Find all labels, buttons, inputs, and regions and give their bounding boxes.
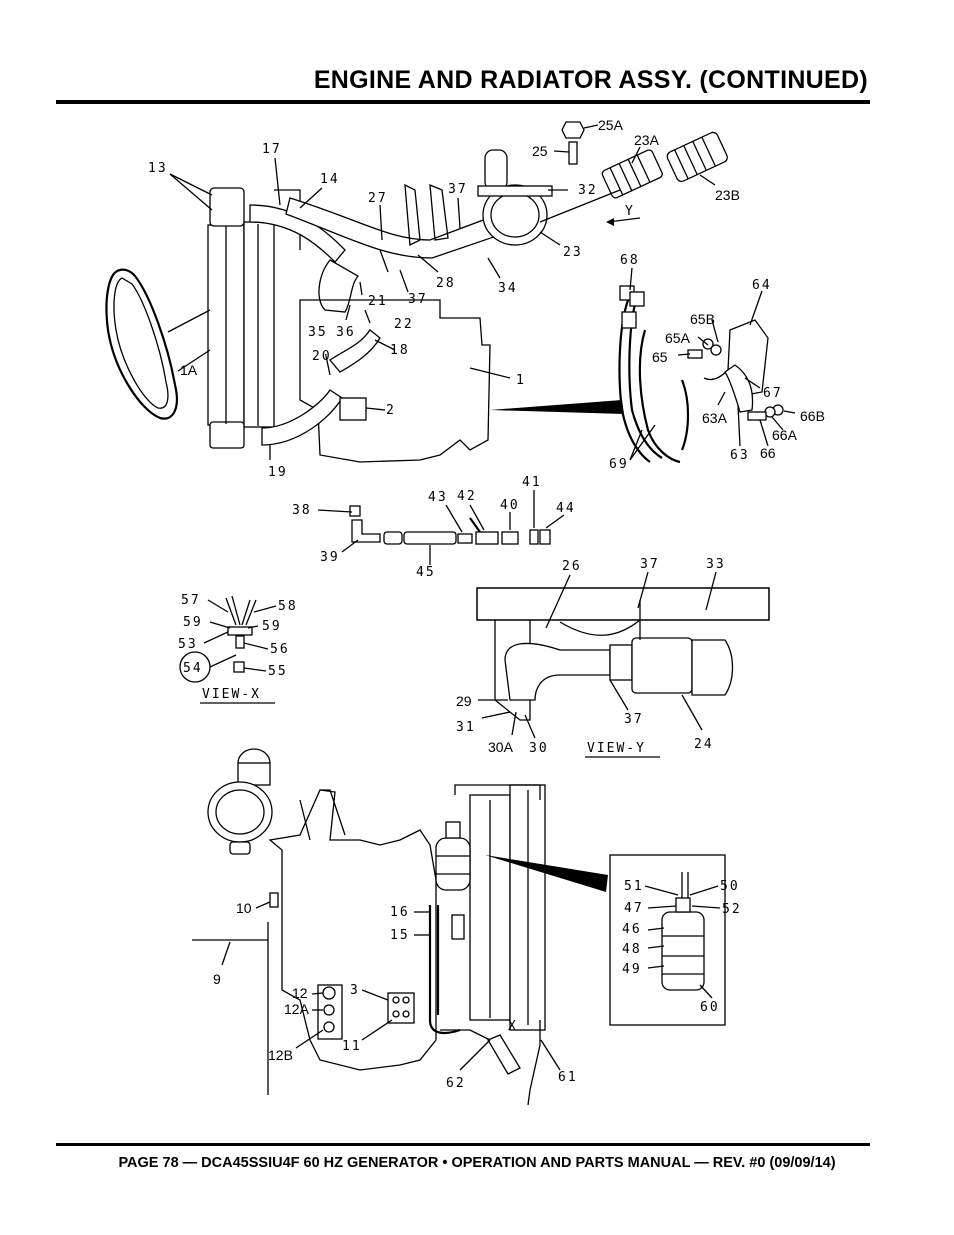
- callout-55: 55: [268, 664, 288, 679]
- callout-65A: 65A: [665, 330, 691, 346]
- callout-41: 41: [522, 475, 542, 490]
- callout-42: 42: [457, 489, 477, 504]
- view-x-drawing: [200, 595, 275, 704]
- bottom-assembly-drawing: [192, 748, 726, 1106]
- callout-18: 18: [390, 343, 410, 358]
- callout-27: 27: [368, 191, 388, 206]
- callout-39: 39: [320, 550, 340, 565]
- callout-14: 14: [320, 172, 340, 187]
- callout-57: 57: [181, 593, 201, 608]
- callout-12B: 12B: [268, 1047, 293, 1063]
- callout-9: 9: [213, 971, 221, 987]
- view-x-label: VIEW-X: [202, 687, 261, 702]
- callout-40: 40: [500, 498, 520, 513]
- callout-64: 64: [752, 278, 772, 293]
- callout-38: 38: [292, 503, 312, 518]
- callout-60: 60: [700, 1000, 720, 1015]
- callout-66A: 66A: [772, 427, 798, 443]
- footer-rule: [56, 1143, 870, 1146]
- callout-45: 45: [416, 565, 436, 580]
- callout-10: 10: [236, 900, 252, 916]
- callout-48: 48: [622, 942, 642, 957]
- callout-Y-marker: Y: [625, 204, 635, 219]
- callout-labels: 13 17 14 27 37 32 25A 25 23A 23B 23 Y 34…: [148, 117, 825, 1091]
- view-y-label: VIEW-Y: [587, 741, 646, 756]
- page-footer: PAGE 78 — DCA45SSIU4F 60 HZ GENERATOR • …: [118, 1155, 836, 1171]
- callout-69: 69: [609, 457, 629, 472]
- callout-28: 28: [436, 276, 456, 291]
- callout-46: 46: [622, 922, 642, 937]
- callout-25: 25: [532, 143, 548, 159]
- callout-16: 16: [390, 905, 410, 920]
- callout-22: 22: [394, 317, 414, 332]
- hose-detail-drawing: [618, 285, 784, 464]
- callout-59-left: 59: [183, 615, 203, 630]
- callout-17: 17: [262, 142, 282, 157]
- callout-29: 29: [456, 693, 472, 709]
- callout-12: 12: [292, 985, 308, 1001]
- callout-37-top: 37: [448, 182, 468, 197]
- callout-19: 19: [268, 465, 288, 480]
- callout-65B: 65B: [690, 311, 715, 327]
- callout-1A: 1A: [180, 362, 198, 378]
- callout-44: 44: [556, 501, 576, 516]
- callout-62: 62: [446, 1076, 466, 1091]
- callout-53: 53: [178, 637, 198, 652]
- callout-1: 1: [516, 373, 526, 388]
- callout-13: 13: [148, 161, 168, 176]
- callout-49: 49: [622, 962, 642, 977]
- callout-21: 21: [368, 294, 388, 309]
- page-title: ENGINE AND RADIATOR ASSY. (CONTINUED): [313, 66, 868, 94]
- callout-12A: 12A: [284, 1001, 310, 1017]
- callout-36: 36: [336, 325, 356, 340]
- callout-37-viewy-top: 37: [640, 557, 660, 572]
- callout-25A: 25A: [598, 117, 624, 133]
- callout-51: 51: [624, 879, 644, 894]
- callout-52: 52: [722, 902, 742, 917]
- callout-20: 20: [312, 349, 332, 364]
- callout-2: 2: [386, 403, 396, 418]
- callout-67: 67: [763, 386, 783, 401]
- callout-56: 56: [270, 642, 290, 657]
- callout-68: 68: [620, 253, 640, 268]
- callout-54: 54: [183, 661, 203, 676]
- callout-26: 26: [562, 559, 582, 574]
- callout-23A: 23A: [634, 132, 660, 148]
- callout-15: 15: [390, 928, 410, 943]
- callout-66: 66: [760, 445, 776, 461]
- header-rule: [56, 100, 870, 104]
- callout-23: 23: [563, 245, 583, 260]
- leader-lines: [167, 124, 796, 1071]
- callout-59-right: 59: [262, 619, 282, 634]
- callout-37-viewy-bottom: 37: [624, 712, 644, 727]
- callout-35: 35: [308, 325, 328, 340]
- view-y-drawing: [476, 587, 770, 758]
- callout-31: 31: [456, 720, 476, 735]
- callout-50: 50: [720, 879, 740, 894]
- top-assembly-drawing: [105, 121, 728, 463]
- callout-63: 63: [730, 448, 750, 463]
- callout-3: 3: [350, 983, 360, 998]
- callout-47: 47: [624, 901, 644, 916]
- callout-63A: 63A: [702, 410, 728, 426]
- callout-30A: 30A: [488, 739, 514, 755]
- callout-66B: 66B: [800, 408, 825, 424]
- callout-43: 43: [428, 490, 448, 505]
- callout-23B: 23B: [715, 187, 740, 203]
- callout-37-mid: 37: [408, 292, 428, 307]
- fittings-row-drawing: [349, 505, 551, 545]
- callout-11: 11: [342, 1039, 362, 1054]
- callout-58: 58: [278, 599, 298, 614]
- callout-33: 33: [706, 557, 726, 572]
- callout-24: 24: [694, 737, 714, 752]
- callout-32: 32: [578, 183, 598, 198]
- callout-30: 30: [529, 741, 549, 756]
- callout-65: 65: [652, 349, 668, 365]
- callout-X-marker: X: [508, 1019, 518, 1034]
- callout-34: 34: [498, 281, 518, 296]
- callout-61: 61: [558, 1070, 578, 1085]
